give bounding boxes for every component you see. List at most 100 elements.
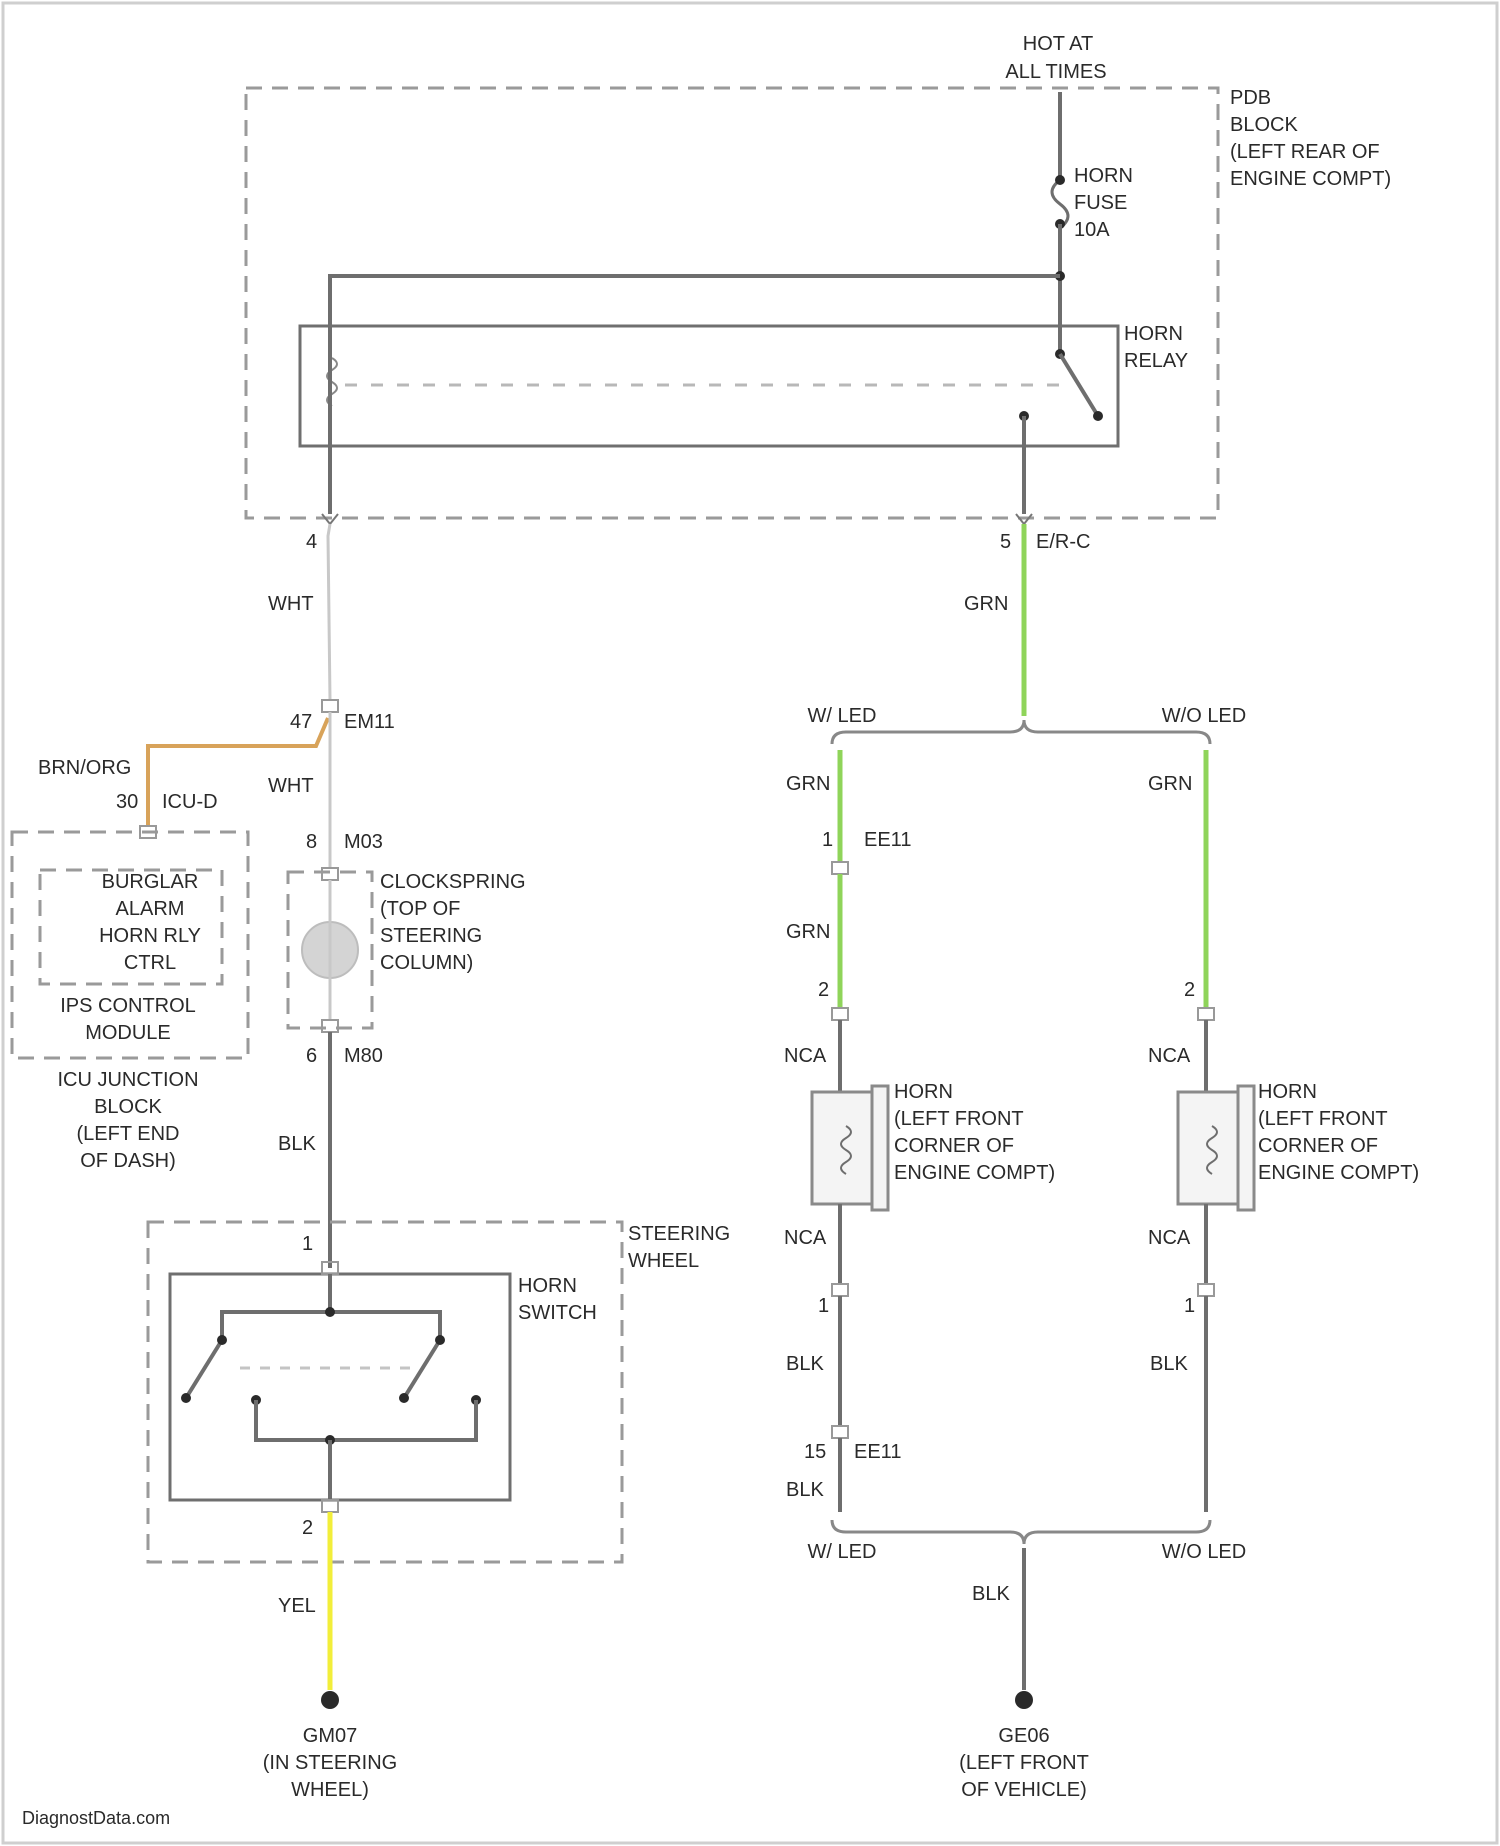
label-w-led-top: W/ LED [808,705,877,727]
connector-ee11-1 [832,862,848,874]
label-conn-icud: ICU-D [162,791,218,813]
label-pin-5: 5 [1000,531,1011,553]
connector-horn-right-1 [1198,1284,1214,1296]
relay-switch-arm [1060,354,1098,416]
connector-ee11-2 [832,1426,848,1438]
label-gm07-1: GM07 [303,1725,357,1747]
label-gm07-3: WHEEL) [291,1779,369,1801]
connector-horn-left-1 [832,1284,848,1296]
label-icu-inner-3: HORN RLY [99,925,201,947]
label-pin-2-l: 2 [818,979,829,1001]
label-clock-2: (TOP OF [380,898,460,920]
label-hornL-1: HORN [894,1081,953,1103]
brace-top [832,720,1210,744]
ground-gm07-icon [321,1691,339,1709]
label-pin-47: 47 [290,711,312,733]
label-ge06-3: OF VEHICLE) [961,1779,1087,1801]
label-hornL-4: ENGINE COMPT) [894,1162,1055,1184]
label-pin-sw2: 2 [302,1517,313,1539]
label-nca-l1: NCA [784,1045,827,1067]
contact-dot-4 [399,1393,409,1403]
label-conn-em11: EM11 [344,711,395,733]
label-icu-block-3: (LEFT END [77,1123,180,1145]
label-hornR-1: HORN [1258,1081,1317,1103]
connector-horn-right-2 [1198,1008,1214,1020]
label-blk-l1: BLK [786,1353,824,1375]
label-pin-30: 30 [116,791,138,813]
label-pin-sw1: 1 [302,1233,313,1255]
label-wire-wht-1: WHT [268,593,314,615]
label-icu-mod-1: IPS CONTROL [60,995,196,1017]
connector-m80 [322,1020,338,1032]
page-frame [3,3,1497,1843]
connector-em11 [322,700,338,712]
label-hornR-4: ENGINE COMPT) [1258,1162,1419,1184]
fuse-terminal-top [1055,175,1065,185]
label-icu-inner-4: CTRL [124,952,176,974]
label-pdb-2: BLOCK [1230,114,1298,136]
relay-contact-arm-end [1093,411,1103,421]
label-icu-inner-1: BURGLAR [102,871,199,893]
label-icu-block-4: OF DASH) [80,1150,176,1172]
label-wo-led-bot: W/O LED [1162,1541,1246,1563]
label-ge06-1: GE06 [998,1725,1049,1747]
label-grn-r1: GRN [1148,773,1192,795]
horn-left-cap [872,1086,888,1210]
label-fuse-3: 10A [1074,219,1110,241]
contact-dot-1 [217,1335,227,1345]
label-pin-2-r: 2 [1184,979,1195,1001]
label-conn-m03: M03 [344,831,383,853]
label-all-times: ALL TIMES [1005,61,1106,83]
label-relay-1: HORN [1124,323,1183,345]
coil-feed-wire [330,276,1060,514]
label-nca-r1: NCA [1148,1045,1191,1067]
label-fuse-2: FUSE [1074,192,1127,214]
label-blk-l2: BLK [786,1479,824,1501]
label-conn-ee11-1: EE11 [864,829,911,851]
label-wire-grn-1: GRN [964,593,1008,615]
label-blk-r1: BLK [1150,1353,1188,1375]
label-icu-inner-2: ALARM [116,898,185,920]
label-wo-led-top: W/O LED [1162,705,1246,727]
contact-dot-3 [435,1335,445,1345]
label-nca-r2: NCA [1148,1227,1191,1249]
label-pin-6: 6 [306,1045,317,1067]
label-clock-3: STEERING [380,925,482,947]
label-hornL-2: (LEFT FRONT [894,1108,1024,1130]
label-pdb-4: ENGINE COMPT) [1230,168,1391,190]
label-blk-mid: BLK [972,1583,1010,1605]
pdb-block-outline [246,88,1218,518]
switch-top-junction [325,1307,335,1317]
label-w-led-bot: W/ LED [808,1541,877,1563]
label-conn-ebc: E/R-C [1036,531,1090,553]
label-pdb-3: (LEFT REAR OF [1230,141,1380,163]
watermark-text: DiagnostData.com [22,1808,170,1828]
contact-dot-2 [181,1393,191,1403]
label-relay-2: RELAY [1124,350,1188,372]
label-pdb-1: PDB [1230,87,1271,109]
label-hornR-3: CORNER OF [1258,1135,1378,1157]
label-conn-ee11-2: EE11 [854,1441,901,1463]
label-pin-15: 15 [804,1441,826,1463]
label-nca-l2: NCA [784,1227,827,1249]
horn-switch-box [170,1274,510,1500]
label-gm07-2: (IN STEERING [263,1752,397,1774]
label-fuse-1: HORN [1074,165,1133,187]
switch-bottom-bar [256,1400,476,1440]
label-switch-2: SWITCH [518,1302,597,1324]
connector-horn-left-2 [832,1008,848,1020]
wire-wht-1 [328,524,330,700]
horn-switch-contact-left [186,1340,222,1398]
label-grn-l2: GRN [786,921,830,943]
label-steer-2: WHEEL [628,1250,699,1272]
label-pin-1-l: 1 [818,1295,829,1317]
label-clock-4: COLUMN) [380,952,473,974]
connector-sw2 [322,1500,338,1512]
label-conn-m80: M80 [344,1045,383,1067]
label-wire-brn-org: BRN/ORG [38,757,131,779]
horn-right-cap [1238,1086,1254,1210]
label-icu-block-1: ICU JUNCTION [57,1069,198,1091]
ground-ge06-icon [1015,1691,1033,1709]
label-hot-at: HOT AT [1023,33,1093,55]
